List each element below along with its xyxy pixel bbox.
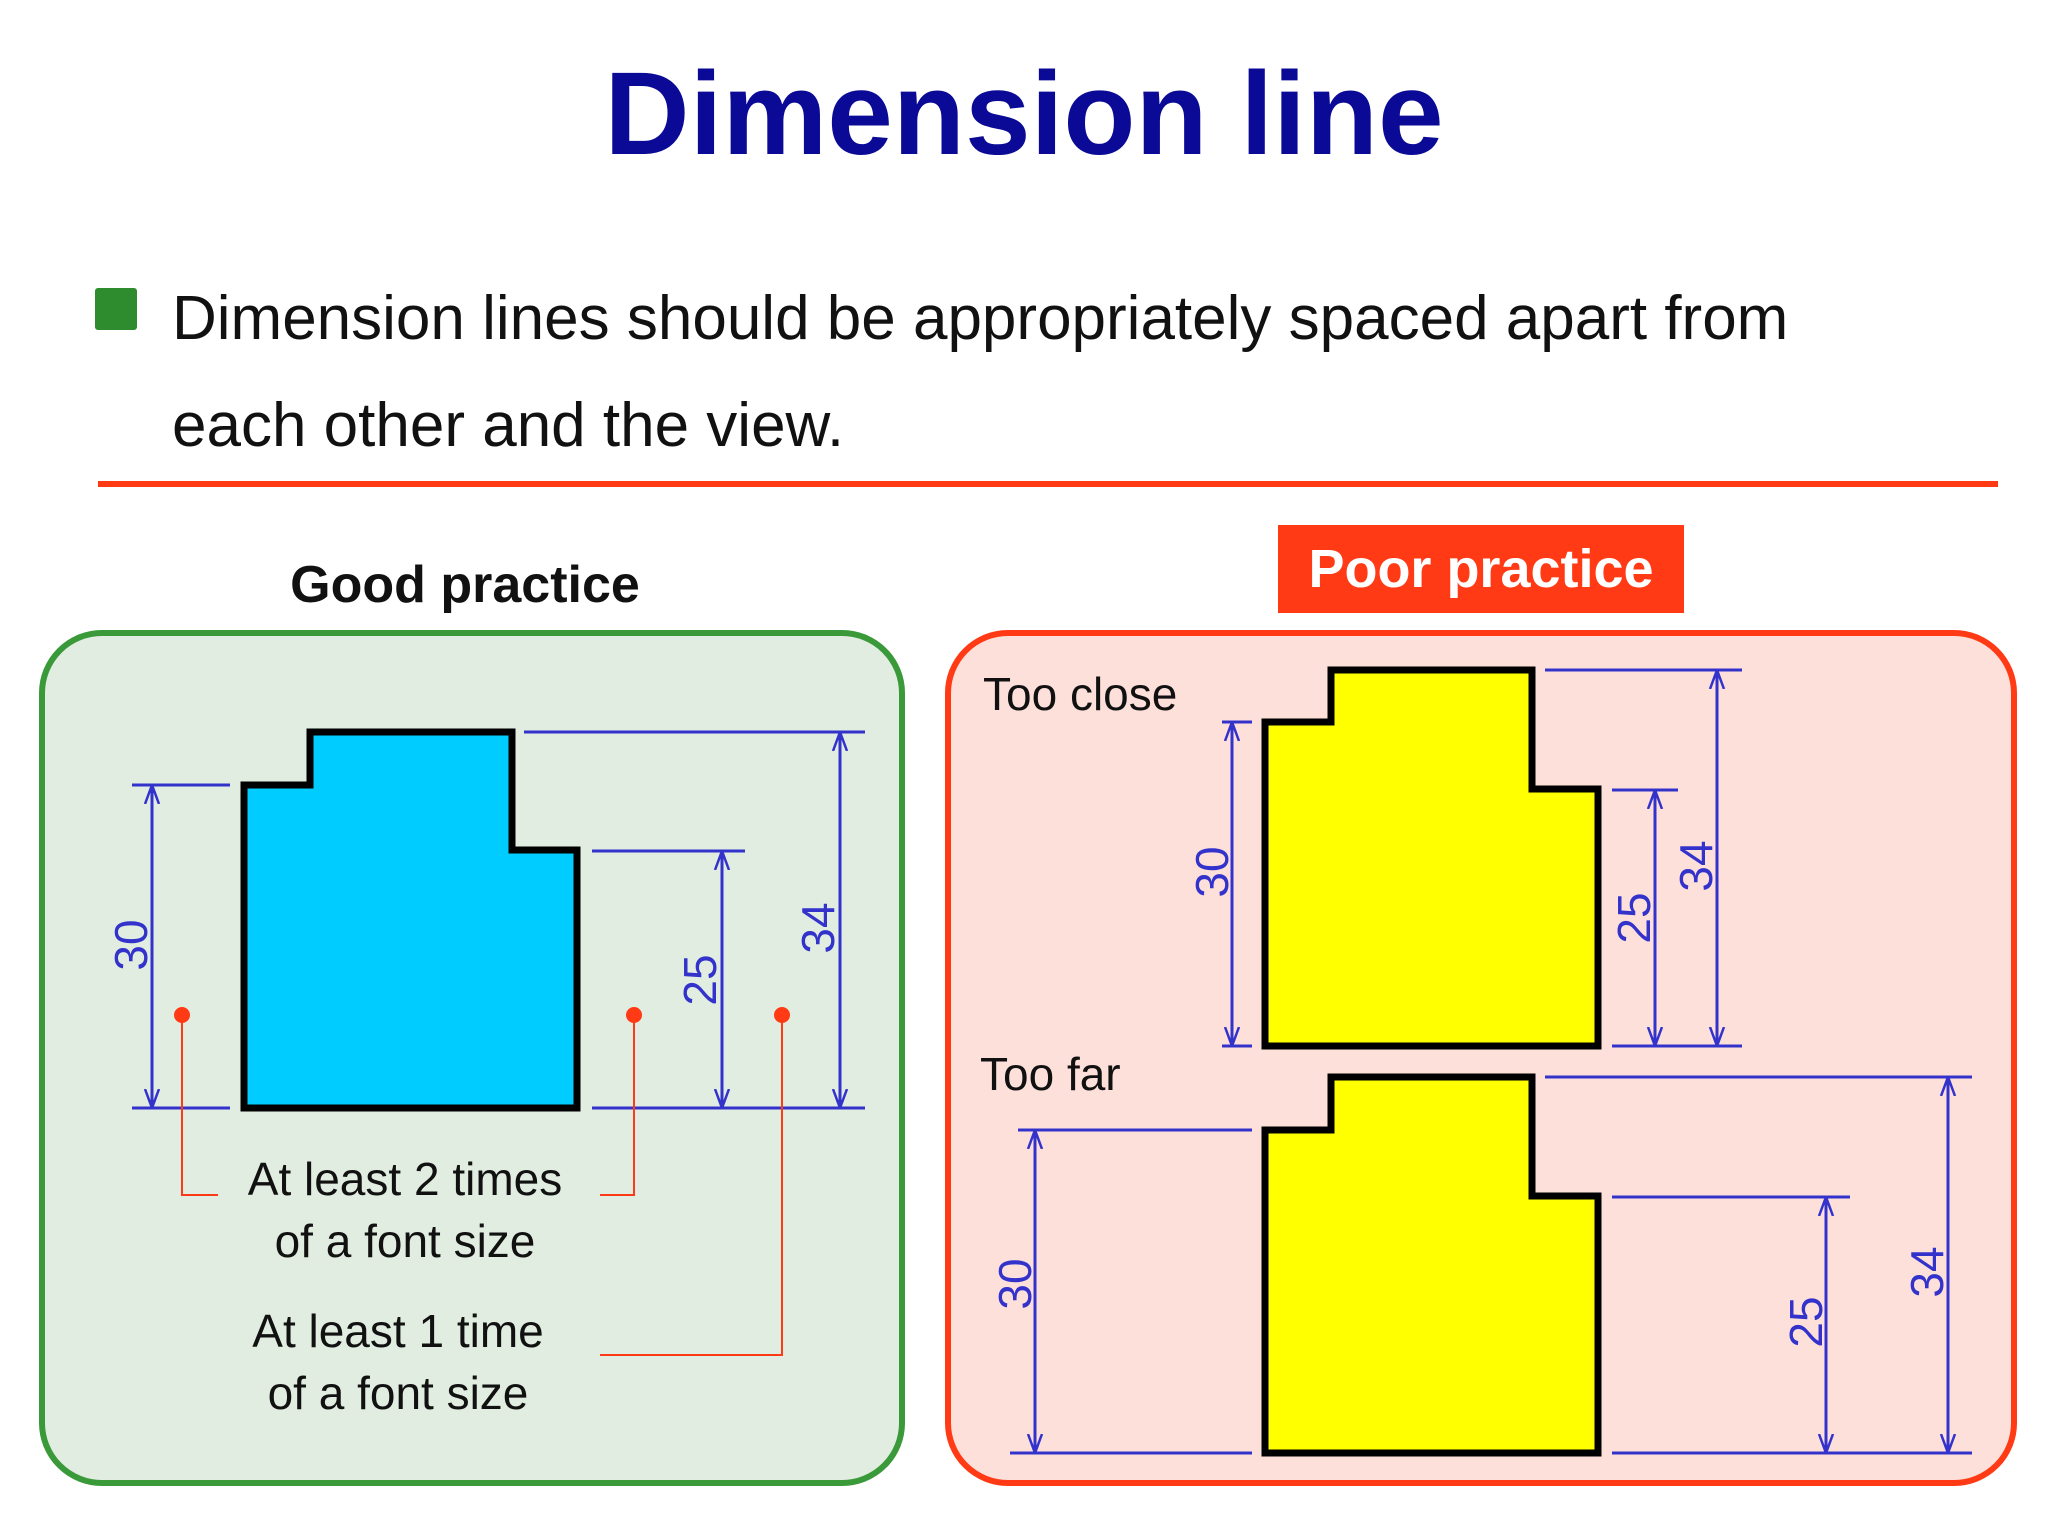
note1-line2: of a font size <box>275 1215 536 1267</box>
too-far-part-shape <box>1261 1073 1602 1457</box>
leader-right <box>600 1015 783 1356</box>
bullet-line-1: Dimension lines should be appropriately … <box>172 284 1789 353</box>
divider-rule <box>98 481 1998 487</box>
good-dim-text-25: 25 <box>674 954 726 1005</box>
tf-dim-text-30: 30 <box>989 1258 1041 1309</box>
good-practice-panel: 30 25 34 At least 2 times of a font size… <box>39 630 905 1486</box>
tf-dim-text-25: 25 <box>1780 1296 1832 1347</box>
leader-mid <box>600 1015 635 1196</box>
too-close-dimension-lines <box>1222 668 1742 1048</box>
bullet-text: Dimension lines should be appropriately … <box>172 265 2002 479</box>
callout-dot-mid <box>626 1007 642 1023</box>
too-far-label: Too far <box>980 1048 1121 1100</box>
bullet-line-2: each other and the view. <box>172 391 845 460</box>
poor-practice-heading: Poor practice <box>1278 525 1684 613</box>
callout-dot-right <box>774 1007 790 1023</box>
too-close-label: Too close <box>983 668 1177 720</box>
tc-dim-text-30: 30 <box>1186 846 1238 897</box>
tc-dim-text-34: 34 <box>1670 840 1722 891</box>
leader-left <box>181 1015 218 1196</box>
callout-dot-left <box>174 1007 190 1023</box>
slide-title: Dimension line <box>604 48 1444 180</box>
good-practice-heading: Good practice <box>290 556 640 614</box>
good-callout-leaders <box>181 1015 783 1356</box>
tf-dim-text-34: 34 <box>1901 1246 1953 1297</box>
good-dimension-lines <box>132 730 865 1110</box>
green-square-bullet-icon <box>95 288 137 330</box>
too-close-part-shape <box>1261 666 1602 1050</box>
tc-dim-text-25: 25 <box>1608 892 1660 943</box>
poor-panel-frame <box>945 630 2017 1486</box>
good-dim-text-30: 30 <box>105 919 157 970</box>
poor-practice-panel: Too close Too far 30 25 34 <box>945 630 2017 1486</box>
note2-line1: At least 1 time <box>252 1305 543 1357</box>
note2-line2: of a font size <box>268 1367 529 1419</box>
good-part-shape <box>240 728 581 1112</box>
note1-line1: At least 2 times <box>248 1153 562 1205</box>
too-far-dimension-lines <box>1010 1075 1972 1455</box>
good-dim-text-34: 34 <box>792 902 844 953</box>
